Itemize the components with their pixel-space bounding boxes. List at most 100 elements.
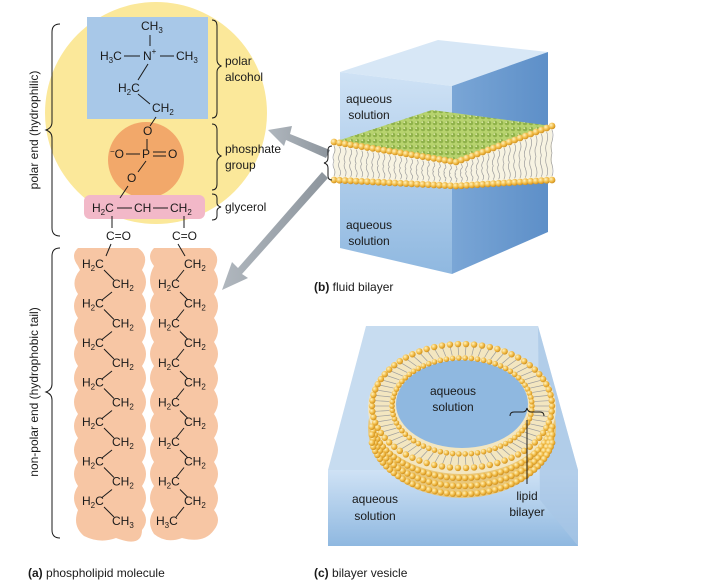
head-bead-bottom [537, 177, 545, 185]
head-bead-top [424, 154, 432, 161]
lipid-tail [354, 149, 358, 178]
lipid-tail [427, 452, 434, 461]
phosphate-circle [108, 122, 184, 198]
head-bead-top [447, 157, 454, 165]
vesicle-body-bead [437, 489, 444, 496]
h2c-alcohol: H2C [118, 81, 140, 97]
vesicle-body-bead [431, 471, 438, 479]
tail-bond [175, 348, 185, 360]
head-bead-bottom [479, 180, 487, 188]
vesicle-outer-bead [396, 357, 404, 365]
vesicle-inner-bead [486, 359, 493, 365]
head-bead-top [386, 147, 393, 155]
lipid-tail [426, 161, 430, 181]
head-bead-top [489, 144, 497, 152]
head-bead-top [413, 152, 421, 160]
head-bead-bottom [330, 176, 338, 184]
nonpolar-end-label: non-polar end (hydrophobic tail) [27, 307, 41, 476]
vesicle-inner-bead [449, 355, 456, 362]
tail-left-h2c: H2C [82, 494, 104, 510]
vesicle-outer-bead [501, 348, 508, 355]
lipid-tail [470, 159, 474, 182]
head-bead-top [435, 155, 443, 163]
vesicle-body-bead [425, 470, 433, 477]
tail-right-ch2: CH2 [184, 257, 206, 273]
head-bead-top [505, 138, 513, 146]
tail-left-ch3: CH3 [112, 514, 134, 530]
vesicle-inner-bead [431, 447, 438, 453]
vesicle-outer-bead [545, 386, 552, 393]
lipid-tail [507, 145, 511, 179]
vesicle-aqueous-outer-2: solution [354, 509, 395, 523]
vesicle-body-bead [425, 478, 433, 485]
lipid-tail [532, 419, 546, 423]
lipid-tail [393, 155, 397, 180]
head-bead-top [479, 148, 487, 156]
panel-c-bilayer-vesicle: aqueous solution aqueous solution lipid … [314, 326, 578, 580]
tail-right-ch2: CH2 [184, 415, 206, 431]
vesicle-outer-bead [391, 443, 398, 450]
vesicle-body-bead [461, 482, 469, 490]
vesicle-inner-bead [468, 355, 475, 362]
head-bead-bottom [391, 179, 399, 187]
vesicle-body-bead [443, 473, 450, 481]
tail-bond [101, 489, 113, 498]
tail-bond [103, 309, 115, 320]
bilayer-beads [330, 122, 556, 190]
vesicle-inner-bead [497, 363, 504, 369]
glycerol-ch2: CH2 [170, 201, 192, 217]
phosphate-label-2: group [225, 158, 256, 172]
lipid-tail [420, 450, 428, 459]
head-bead-bottom [374, 178, 382, 186]
lipid-tail [434, 349, 440, 358]
lipid-tail [545, 131, 549, 177]
vesicle-water-front [328, 470, 578, 546]
glycerol-bracket [211, 193, 222, 221]
lipid-tail [338, 146, 341, 177]
vesicle-inner-bead [410, 437, 417, 444]
head-bead-bottom [413, 180, 421, 188]
vesicle-outer-bead [381, 434, 388, 441]
tail-labels: H2CCH2CH2H2CH2CCH2CH2H2CH2CCH2CH2H2CH2CC… [82, 257, 206, 530]
vesicle-outer-bead [430, 343, 438, 351]
vesicle-inner-bead [529, 403, 535, 409]
vesicle-inner-bead [437, 448, 444, 455]
head-bead-top [419, 153, 427, 160]
vesicle-body-bead [468, 474, 475, 481]
head-bead-bottom [521, 178, 529, 186]
lipid-tail [501, 448, 511, 456]
head-bead-top [500, 140, 508, 148]
vesicle-body-bead [513, 478, 520, 485]
lipid-tail [404, 157, 408, 180]
tail-bond [101, 410, 113, 419]
panel-b-fluid-bilayer: aqueous solution aqueous solution (b) fl… [314, 40, 556, 294]
lipid-tail [529, 137, 533, 178]
lipid-tail [550, 129, 554, 177]
lipid-tail [420, 353, 428, 362]
lipid-tail [507, 359, 517, 367]
vesicle-outer-bead [372, 419, 379, 426]
tail-right-ch2: CH2 [184, 494, 206, 510]
phosphate-bracket [211, 123, 223, 191]
lipid-tail [532, 389, 546, 393]
tail-left-ch2: CH2 [112, 317, 134, 333]
vesicle-inner-bead [502, 365, 509, 372]
lipid-tail [442, 455, 447, 464]
tail-bond [101, 331, 113, 340]
lipid-tail [491, 151, 495, 180]
head-bead-bottom [457, 182, 465, 190]
head-bead-top [430, 154, 438, 162]
tail-bond [175, 506, 185, 518]
carbonyl-right: C=O [172, 229, 197, 243]
head-bead-bottom [500, 179, 508, 187]
vesicle-outer-bead [526, 443, 533, 450]
vesicle-outer-bead [370, 413, 377, 421]
vesicle-aqueous-inner-2: solution [432, 400, 473, 414]
lipid-tail [459, 163, 463, 182]
lipid-tail [391, 435, 404, 442]
methyl-right: CH3 [176, 49, 198, 65]
head-bead-bottom [352, 177, 360, 185]
tail-left-ch2: CH2 [112, 356, 134, 372]
lipid-tail [376, 414, 391, 417]
